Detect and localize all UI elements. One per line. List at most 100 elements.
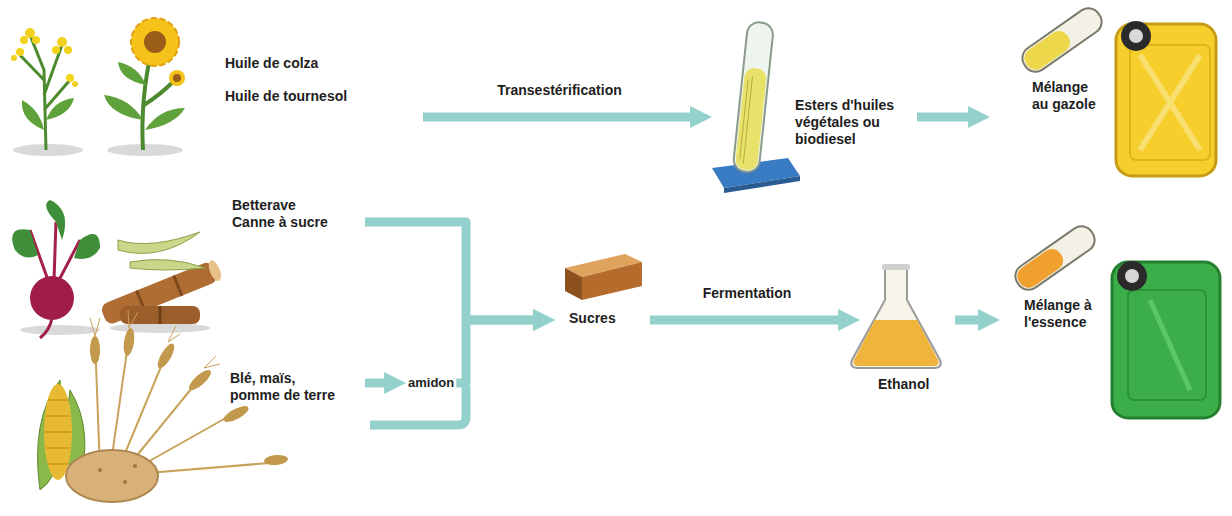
grain-crops-part xyxy=(221,403,250,425)
petrol-blend-node: Mélange à l'essence xyxy=(1000,225,1225,425)
green-fuel-can xyxy=(1112,261,1220,418)
node-label: Huile de colza xyxy=(225,55,318,72)
node-label: Mélange à l'essence xyxy=(1024,297,1104,331)
rapeseed-plant-part xyxy=(66,74,74,82)
starch-node: amidon xyxy=(406,373,456,393)
flask-part xyxy=(882,264,910,270)
grain-crops-part xyxy=(122,327,136,356)
node-label: Mélange au gazole xyxy=(1032,79,1106,113)
test-tube-part xyxy=(733,21,775,173)
rapeseed-plant-part xyxy=(13,144,83,156)
flow-arrow xyxy=(456,320,539,383)
sugar-cane-part xyxy=(206,259,224,283)
sugar-cane-part xyxy=(118,232,205,270)
sugar-cube-part xyxy=(565,268,582,300)
flow-arrow xyxy=(365,379,390,388)
sugars-node: Sucres xyxy=(555,250,650,335)
grain-crops-part xyxy=(264,454,289,466)
test-tube-part xyxy=(724,176,800,193)
beetroot-part xyxy=(12,200,100,259)
sunflower-plant-part xyxy=(104,62,185,130)
node-label: amidon xyxy=(408,375,454,391)
grain-crops-part xyxy=(186,367,213,393)
flow-arrow xyxy=(365,222,539,320)
yellow-fuel-can-part xyxy=(1130,45,1210,160)
edge-label: Fermentation xyxy=(701,285,794,302)
edge-label: Transestérification xyxy=(495,82,624,99)
node-label: Betterave Canne à sucre xyxy=(232,197,334,231)
beetroot-part xyxy=(30,276,74,320)
beetroot xyxy=(12,200,100,338)
grain-crops-part xyxy=(90,336,100,364)
flask-part xyxy=(851,268,941,368)
starch-crops-node: Blé, maïs, pomme de terre xyxy=(8,338,365,503)
node-label: Huile de tournesol xyxy=(225,88,347,105)
test-tube-part xyxy=(733,21,775,173)
sunflower-plant-part xyxy=(173,74,181,82)
grain-crops-part xyxy=(98,468,102,472)
rapeseed-plant-part xyxy=(72,81,78,87)
node-label: Blé, maïs, pomme de terre xyxy=(230,370,344,404)
flow-arrow xyxy=(955,316,984,325)
rapeseed-plant-part xyxy=(25,28,35,38)
sunflower-plant-part xyxy=(169,70,185,86)
yellow-fuel-can-part xyxy=(1140,55,1200,150)
sugar-cube xyxy=(565,254,642,300)
yellow-fuel-can-part xyxy=(1129,29,1143,43)
grain-crops-part xyxy=(123,480,127,484)
node-label: Ethanol xyxy=(878,376,929,393)
rapeseed-plant-part xyxy=(20,35,70,150)
rapeseed-plant-part xyxy=(11,55,17,61)
grain-crops-part xyxy=(66,450,158,502)
oil-plants-node: Huile de colzaHuile de tournesol xyxy=(8,10,423,160)
node-label: Sucres xyxy=(569,310,616,327)
rapeseed-plant-part xyxy=(64,46,72,54)
flask-part xyxy=(854,320,939,366)
grain-crops-part xyxy=(90,310,220,368)
flask xyxy=(851,264,941,368)
rapeseed-plant-part xyxy=(20,36,28,44)
green-fuel-can-part xyxy=(1125,269,1139,283)
rapeseed-plant-part xyxy=(52,46,60,54)
flow-arrow xyxy=(650,316,844,325)
rapeseed-plant-part xyxy=(57,37,67,47)
green-fuel-can-part xyxy=(1117,261,1147,291)
yellow-tube-part xyxy=(1018,4,1107,77)
connectors xyxy=(365,117,984,383)
rapeseed-plant-part xyxy=(16,48,24,56)
sugar-cube-part xyxy=(582,262,642,300)
orange-tube xyxy=(1011,222,1100,295)
sunflower-plant-part xyxy=(107,144,183,156)
flow-arrow xyxy=(423,113,696,122)
sunflower-plant-part xyxy=(131,18,179,66)
grain-crops-part xyxy=(45,400,71,464)
sugar-cane-part xyxy=(110,323,210,333)
sugar-cane xyxy=(99,232,223,333)
sugar-crops-node: Betterave Canne à sucre xyxy=(8,185,365,335)
sunflower-plant xyxy=(104,18,185,156)
beetroot-part xyxy=(40,318,52,338)
yellow-fuel-can xyxy=(1116,21,1216,176)
yellow-tube xyxy=(1018,4,1107,77)
grain-crops xyxy=(38,310,289,502)
test-tube-part xyxy=(739,76,752,164)
beetroot-part xyxy=(30,222,80,282)
rapeseed-plant-part xyxy=(22,98,74,130)
rapeseed-plant-part xyxy=(32,36,40,44)
test-tube-part xyxy=(735,67,768,171)
orange-tube-part xyxy=(1011,222,1100,295)
sugar-cane-part xyxy=(137,275,182,310)
test-tube xyxy=(712,21,800,193)
sugar-cane-part xyxy=(120,306,200,324)
yellow-tube-part xyxy=(1020,27,1074,74)
green-fuel-can-part xyxy=(1112,262,1220,418)
rapeseed-plant xyxy=(11,28,83,156)
green-fuel-can-part xyxy=(1128,290,1206,400)
sunflower-plant-part xyxy=(144,31,166,53)
grain-crops-part xyxy=(44,384,72,480)
